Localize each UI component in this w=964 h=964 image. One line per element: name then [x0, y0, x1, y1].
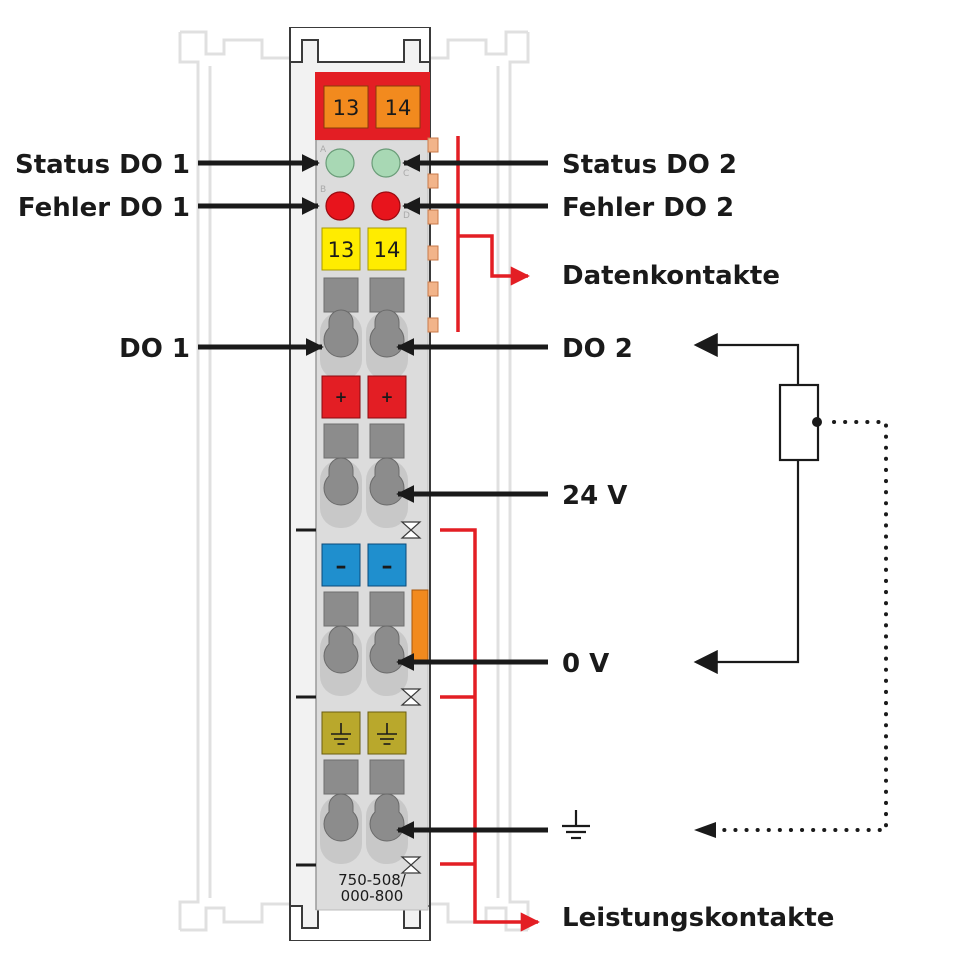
release-slots: [323, 277, 405, 795]
plus-marker-left: +: [335, 388, 348, 406]
led-panel: A B C D: [320, 145, 410, 221]
led-col-d: D: [403, 211, 410, 221]
right-callout-arrows: [396, 154, 548, 839]
data-contact-tabs: [427, 137, 439, 333]
label-do2: DO 2: [562, 334, 633, 364]
yellow-marker-14: 14: [374, 238, 401, 262]
model-number-line2: 000-800: [341, 887, 404, 905]
minus-markers: – –: [321, 543, 407, 587]
load-wiper-dot: [812, 417, 822, 427]
plus-markers: + +: [321, 375, 407, 419]
power-contacts-bracket: [440, 528, 540, 932]
load-resistor: [778, 383, 820, 462]
label-fehler-do2: Fehler DO 2: [562, 193, 734, 223]
label-24v: 24 V: [562, 481, 627, 511]
ground-symbol-icon: [562, 810, 590, 840]
led-col-c: C: [403, 169, 409, 179]
clamp-24v-left: [319, 457, 363, 529]
led-row-a: A: [320, 145, 327, 155]
label-status-do1: Status DO 1: [15, 150, 190, 180]
top-marker-13: 13: [333, 96, 360, 120]
plus-marker-right: +: [381, 388, 394, 406]
load-wiring: [693, 332, 800, 675]
yellow-marker-13: 13: [328, 238, 355, 262]
status-led-do1: [325, 148, 355, 178]
status-led-do2: [371, 148, 401, 178]
data-contacts-bracket: [456, 136, 530, 332]
yellow-markers: 13 14: [321, 227, 407, 271]
label-do1: DO 1: [119, 334, 190, 364]
minus-marker-left: –: [336, 554, 347, 579]
minus-marker-right: –: [382, 554, 393, 579]
earth-arrowhead: [694, 822, 716, 838]
model-number-line1: 750-508/: [338, 871, 407, 889]
left-power-contact-ticks: [296, 528, 316, 867]
power-jumper-contact: [411, 589, 429, 665]
clamp-0v-left: [319, 625, 363, 697]
label-fehler-do1: Fehler DO 1: [18, 193, 190, 223]
led-row-b: B: [320, 185, 326, 195]
ground-markers: [321, 711, 407, 755]
top-marker-14: 14: [385, 96, 412, 120]
left-callout-arrows: [198, 154, 324, 356]
label-datenkontakte: Datenkontakte: [562, 261, 780, 291]
label-status-do2: Status DO 2: [562, 150, 737, 180]
clamp-do1: [319, 309, 363, 381]
right-power-contact-blades: [400, 521, 422, 874]
error-led-do1: [325, 191, 355, 221]
label-0v: 0 V: [562, 649, 609, 679]
clamp-pe-left: [319, 793, 363, 865]
label-leistungskontakte: Leistungskontakte: [562, 903, 834, 933]
earth-dotted-line: [716, 420, 888, 832]
top-marker-carrier: 13 14: [315, 72, 430, 140]
error-led-do2: [371, 191, 401, 221]
